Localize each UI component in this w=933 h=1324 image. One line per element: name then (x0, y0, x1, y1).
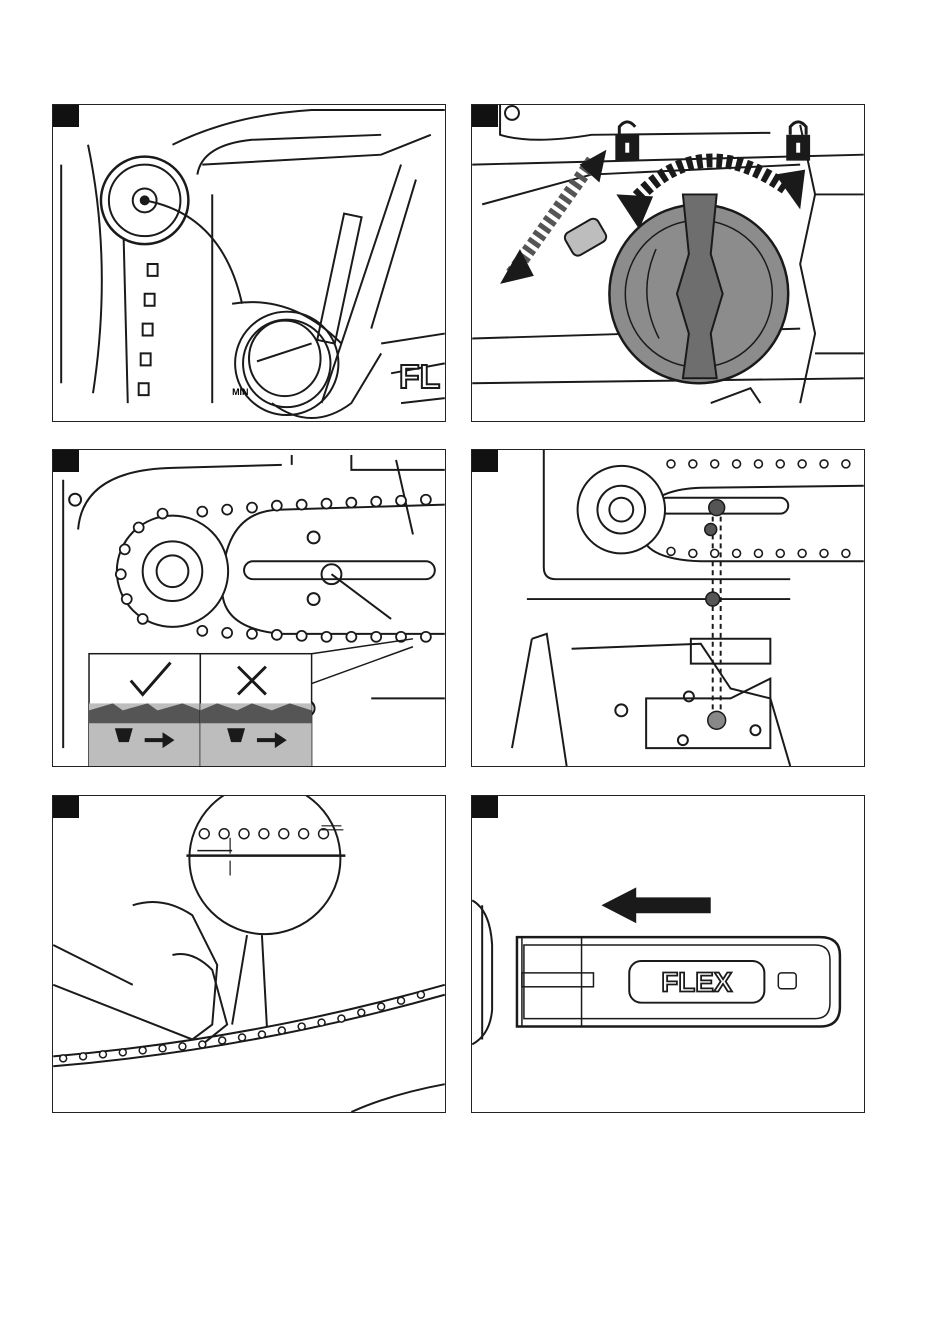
saw-chain (667, 460, 850, 557)
figure-6-chain-guard: FLEX (471, 795, 865, 1113)
oil-cap (101, 157, 242, 304)
figure-number-tab (472, 450, 498, 472)
figure-5-chain-tension (52, 795, 446, 1113)
figure-number-tab (472, 105, 498, 127)
figure-4-guide-bar-mounting (471, 449, 865, 767)
figure-2-locking-knob (471, 104, 865, 422)
slide-arrow (500, 150, 608, 284)
arrow-left-icon (601, 887, 710, 923)
figure-number-tab (472, 796, 498, 818)
sprocket (578, 466, 665, 553)
inset-correct (89, 654, 200, 766)
inset-incorrect (200, 654, 311, 766)
min-level-label: MIN (232, 387, 248, 397)
guide-bar-mounting-illustration (472, 450, 864, 766)
chain-guard-illustration: FLEX (472, 796, 864, 1112)
chain-sprocket-illustration (53, 450, 445, 766)
lock-open-icon (615, 122, 639, 161)
figure-1-oil-tank: MIN FL (52, 104, 446, 422)
brand-mark: FL (399, 358, 440, 396)
figure-number-tab (53, 796, 79, 818)
figure-number-tab (53, 105, 79, 127)
locking-knob-illustration (472, 105, 864, 421)
magnifier-detail (186, 796, 345, 934)
chain-tension-illustration (53, 796, 445, 1112)
figure-3-chain-direction (52, 449, 446, 767)
flex-logo: FLEX (661, 967, 733, 998)
lock-closed-icon (786, 122, 810, 161)
mounting-bolts (705, 500, 726, 730)
sprocket (117, 516, 228, 627)
chain-guard-cover: FLEX (517, 937, 840, 1026)
figure-number-tab (53, 450, 79, 472)
chain-teeth (139, 264, 158, 395)
oil-tank-illustration: MIN FL (53, 105, 445, 421)
